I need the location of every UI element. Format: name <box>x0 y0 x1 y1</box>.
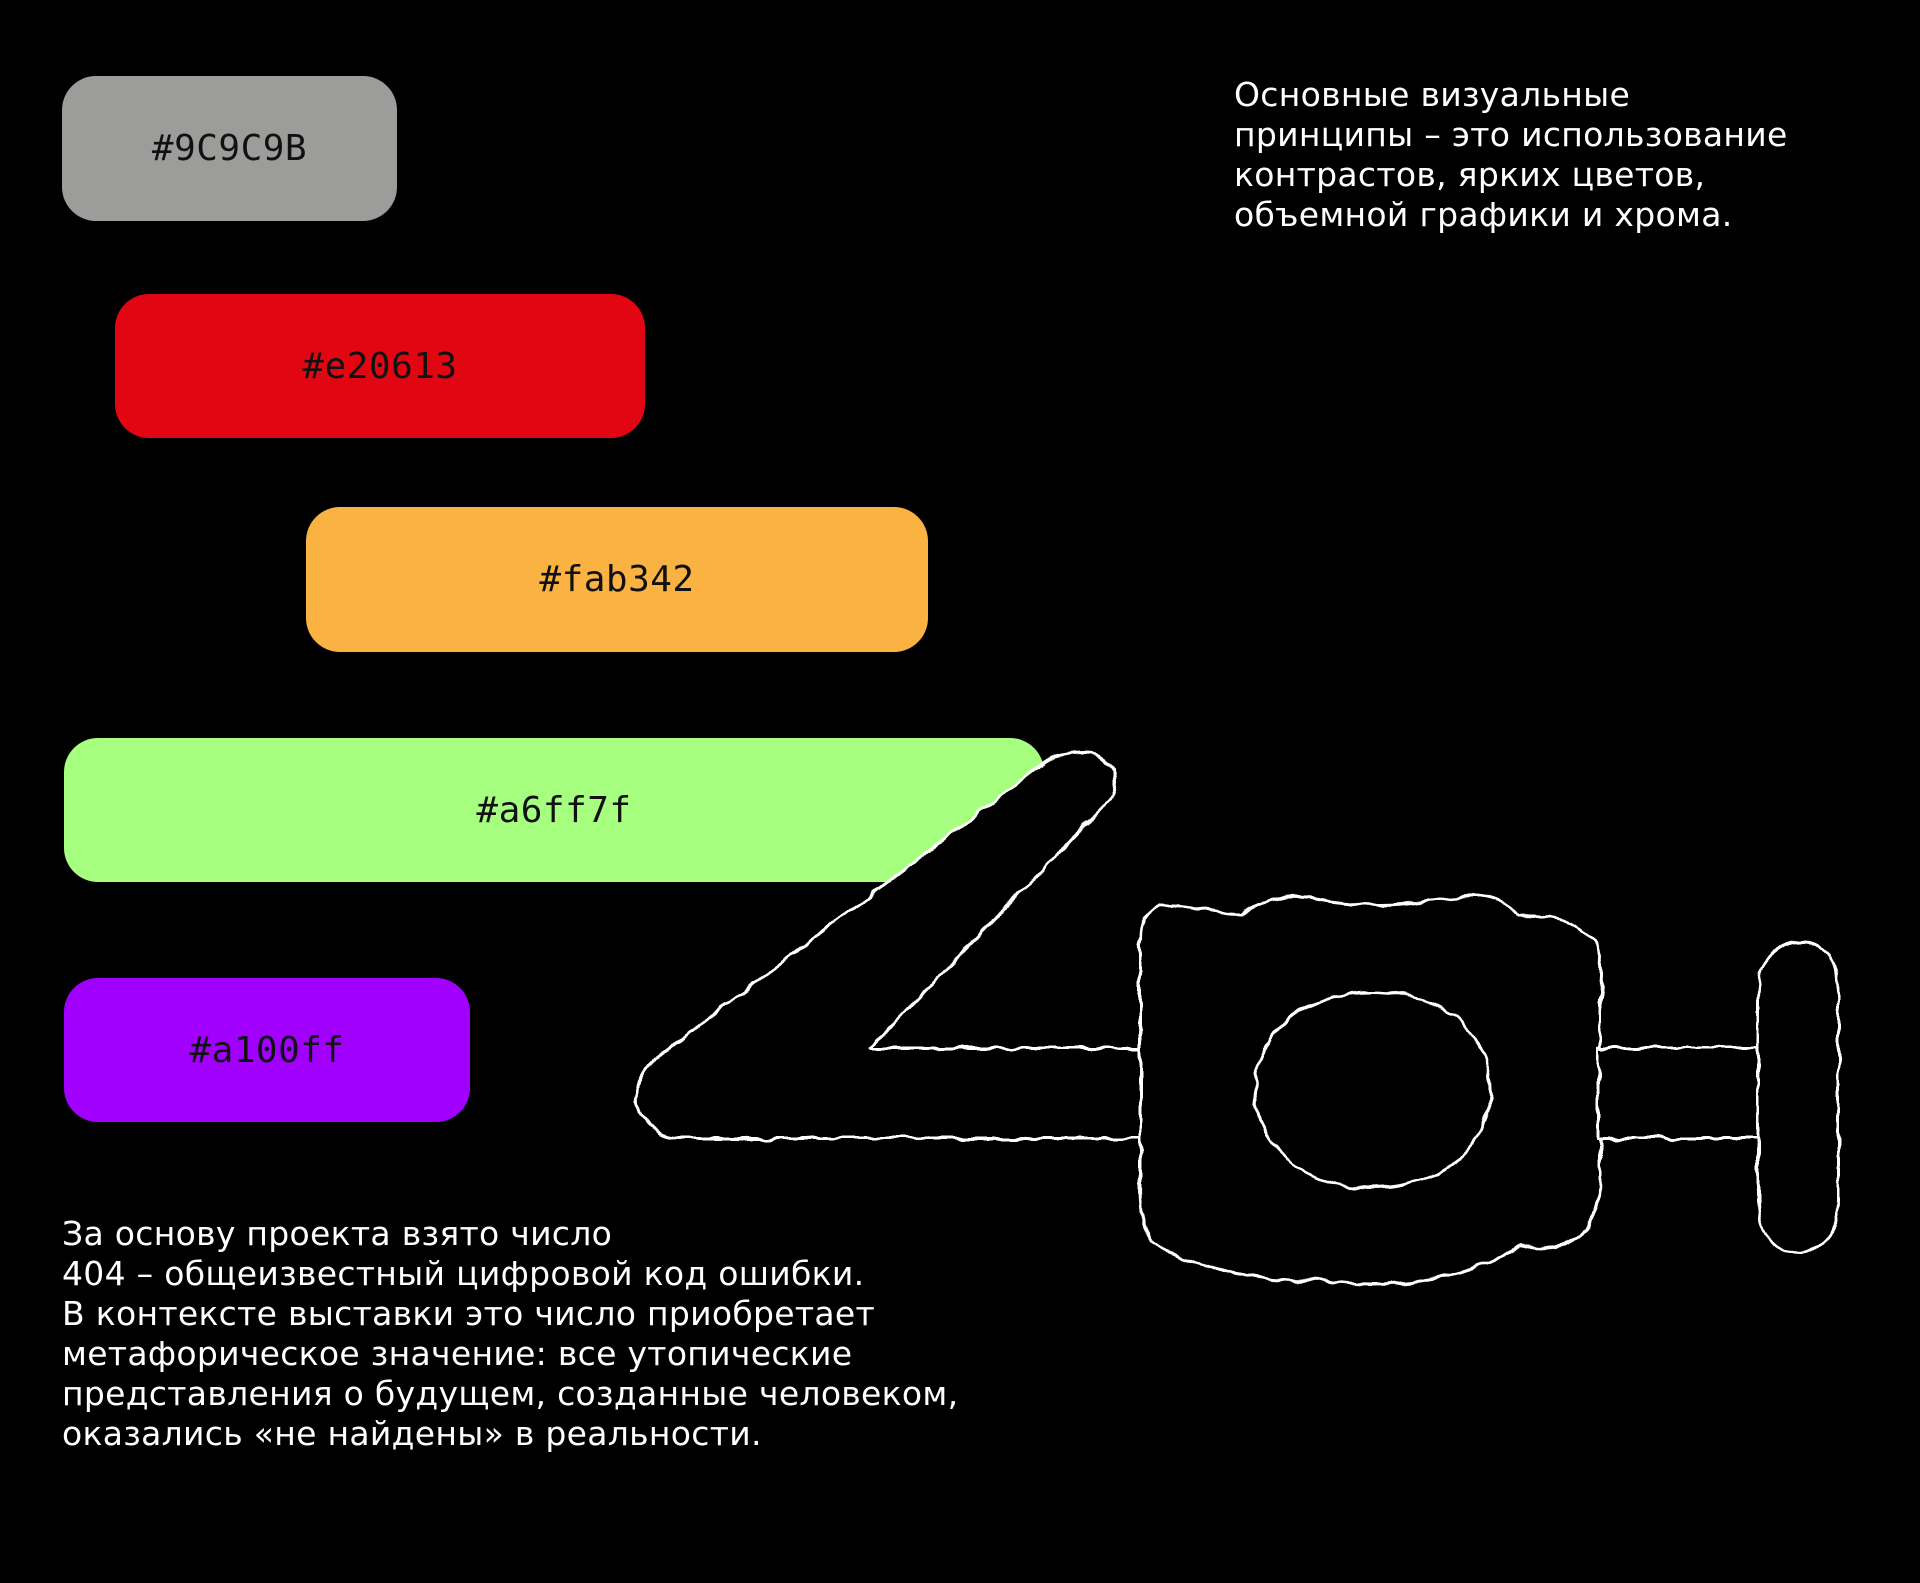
swatch-red: #e20613 <box>115 294 645 438</box>
principles-line: объемной графики и хрома. <box>1234 195 1733 234</box>
about-line: В контексте выставки это число приобрета… <box>62 1294 876 1333</box>
digit-4-right-shape <box>1756 940 1840 1256</box>
swatch-purple: #a100ff <box>64 978 470 1122</box>
principles-line: контрастов, ярких цветов, <box>1234 155 1706 194</box>
principles-line: Основные визуальные <box>1234 75 1631 114</box>
principles-line: принципы – это использование <box>1234 115 1788 154</box>
connector-bar-shape <box>1596 1046 1764 1140</box>
digit-4-left-shape <box>635 750 1142 1140</box>
about-line: За основу проекта взято число <box>62 1214 613 1253</box>
swatch-green: #a6ff7f <box>64 738 1044 882</box>
principles-text: Основные визуальные принципы – это испол… <box>1234 75 1894 235</box>
swatch-orange: #fab342 <box>306 507 928 652</box>
about-line: представления о будущем, созданные челов… <box>62 1374 959 1413</box>
about-text: За основу проекта взято число 404 – обще… <box>62 1214 1062 1454</box>
digit-0-shape <box>1138 894 1603 1286</box>
about-line: метафорическое значение: все утопические <box>62 1334 853 1373</box>
about-line: 404 – общеизвестный цифровой код ошибки. <box>62 1254 865 1293</box>
404-outline-icon <box>635 750 1840 1286</box>
swatch-gray: #9C9C9B <box>62 76 397 221</box>
about-line: оказались «не найдены» в реальности. <box>62 1414 762 1453</box>
